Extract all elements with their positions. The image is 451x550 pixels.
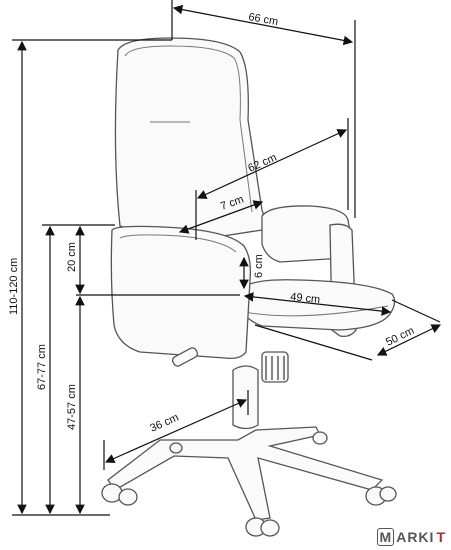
dimension-lines [12, 0, 442, 516]
logo-text-a: ARKI [396, 529, 435, 545]
brand-logo: M ARKI T [376, 528, 445, 546]
chair-illustration [101, 37, 397, 537]
label-seat-depth: 50 cm [384, 325, 416, 349]
backrest [114, 37, 265, 239]
logo-text-b: T [436, 529, 445, 545]
label-width-top: 66 cm [247, 11, 279, 28]
logo-box-letter: M [376, 528, 395, 546]
height-lever [171, 347, 199, 367]
star-base [107, 426, 384, 521]
gas-lift-housing [261, 351, 289, 383]
label-seat-height: 47-57 cm [66, 384, 78, 430]
label-armrest-seat-height: 20 cm [66, 242, 78, 272]
label-armrest-height: 6 cm [253, 254, 265, 278]
left-armrest [110, 225, 252, 360]
gas-cylinder [232, 365, 259, 430]
label-total-height: 110-120 cm [8, 258, 20, 315]
label-seat-width: 49 cm [290, 291, 321, 306]
label-armrest-floor-height: 67-77 cm [36, 344, 48, 390]
